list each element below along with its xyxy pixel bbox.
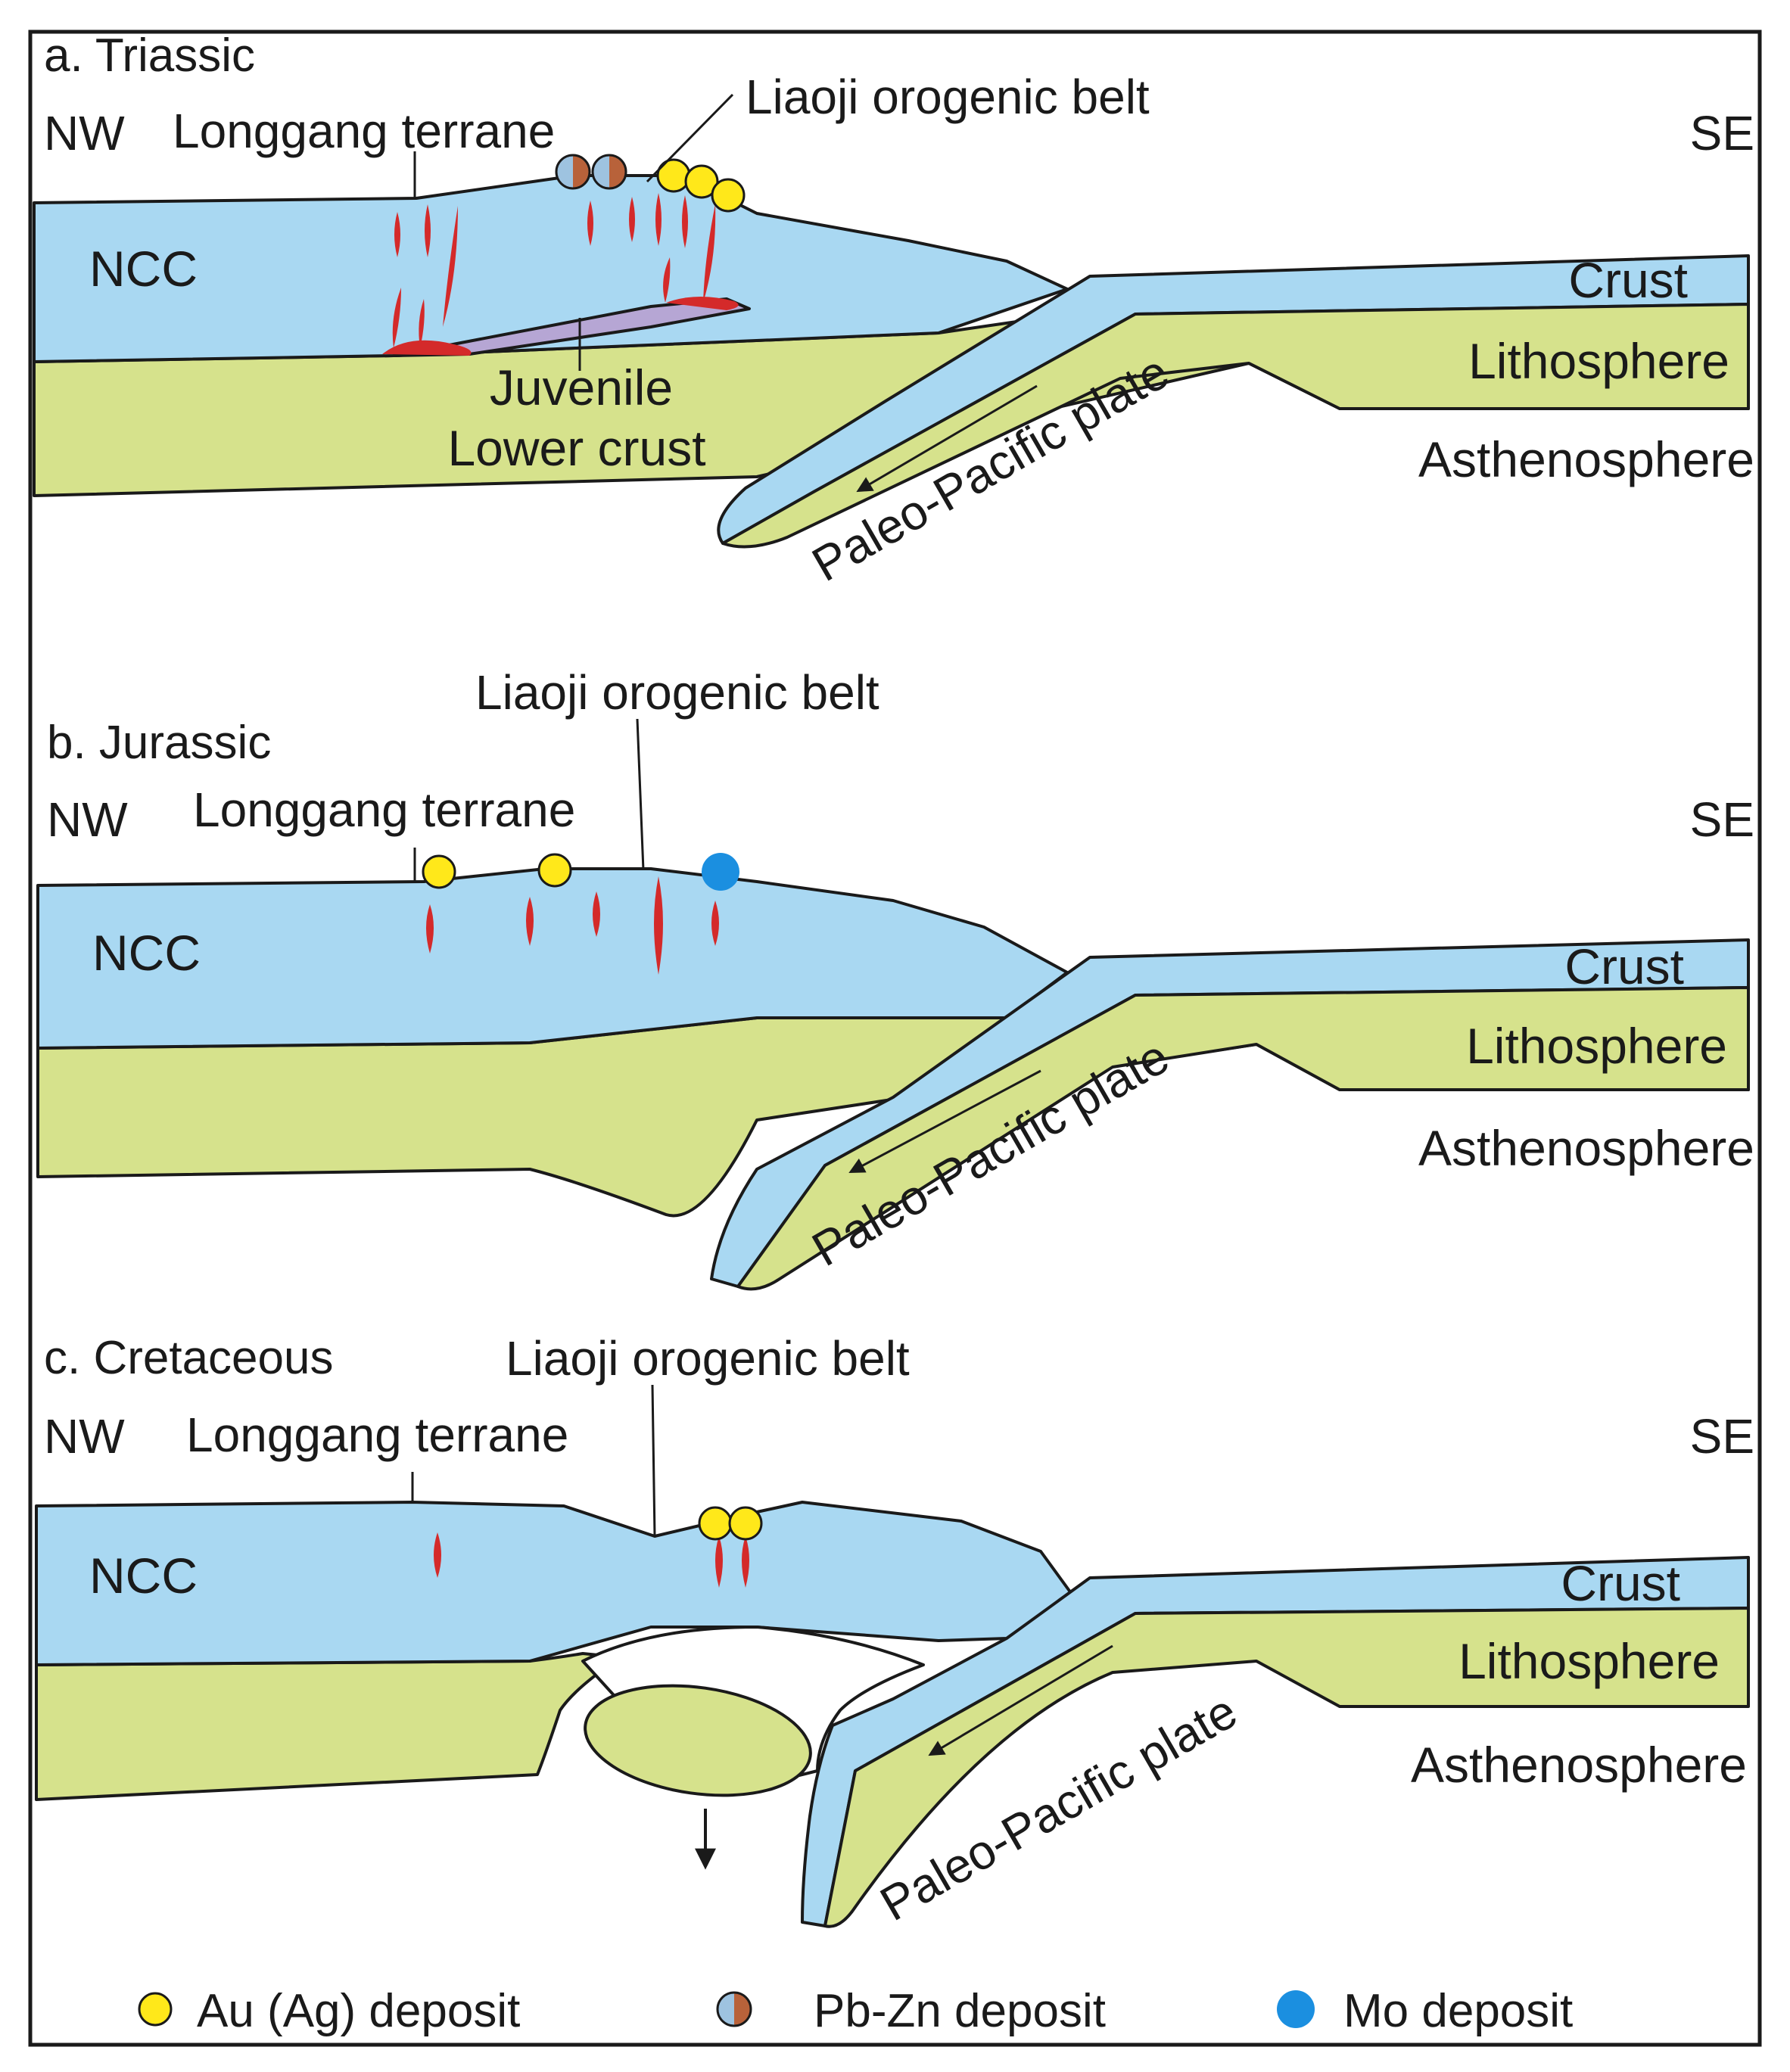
panel-b-subduction-arrow	[848, 1069, 1041, 1173]
panel-a-lithosphere-label: Lithosphere	[1468, 333, 1729, 389]
panel-c-dikes	[434, 1532, 749, 1588]
panel-b-dikes	[426, 876, 719, 975]
panel-a-au-deposit-icon	[656, 158, 746, 213]
panel-a-title: a. Triassic	[44, 30, 255, 82]
panel-a-subduction-arrow	[856, 384, 1038, 493]
panel-c-asthenosphere-label: Asthenosphere	[1411, 1737, 1747, 1793]
panel-c-ncc-label: NCC	[89, 1548, 198, 1604]
panel-b-ncc-label: NCC	[92, 925, 201, 981]
panel-b-lithosphere-label: Lithosphere	[1466, 1018, 1727, 1074]
au-deposit-icon	[138, 1992, 173, 2027]
panel-a-pbzn-deposit-icon	[555, 154, 627, 190]
panel-c-belt-label: Liaoji orogenic belt	[506, 1331, 910, 1386]
panel-b-terrane-label: Longgang terrane	[193, 782, 575, 837]
panel-b-asthenosphere-label: Asthenosphere	[1418, 1120, 1754, 1176]
panel-b-crust-label: Crust	[1564, 938, 1684, 994]
panel-b-mo-deposit-icon	[702, 853, 739, 891]
panel-b-belt-label: Liaoji orogenic belt	[475, 665, 879, 720]
panel-c-subduction-arrow	[928, 1644, 1113, 1756]
panel-c-oceanic-crust	[801, 1556, 1750, 1927]
panel-a-asthenosphere-label: Asthenosphere	[1418, 431, 1754, 487]
panel-c-crust-label: Crust	[1561, 1555, 1680, 1611]
panel-a-ncc-label: NCC	[89, 241, 198, 297]
panel-c-title: c. Cretaceous	[44, 1332, 334, 1384]
panel-c-terrane-label: Longgang terrane	[186, 1408, 568, 1462]
panel-a-crust-label: Crust	[1568, 252, 1688, 308]
panel-a-terrane-label: Longgang terrane	[173, 104, 555, 158]
panel-a-lower-crust-label: Lower crust	[447, 420, 705, 476]
panel-c-detached-lithosphere	[584, 1684, 812, 1797]
panel-b-se-label: SE	[1690, 792, 1754, 847]
panel-c-lithosphere-left	[35, 1652, 622, 1801]
panel-c-belt-leader	[651, 1384, 656, 1537]
panel-a-magma-pool-left	[382, 340, 472, 356]
panel-a-slab-lithosphere	[721, 303, 1750, 549]
panel-b-jurassic: b. Jurassic NW SE Longgang terrane Liaoj…	[36, 665, 1754, 1291]
panel-b-slab-lithosphere	[736, 986, 1750, 1291]
panel-c-au-deposit-icon	[698, 1506, 763, 1541]
panel-c-se-label: SE	[1690, 1409, 1754, 1464]
legend-mo-label: Mo deposit	[1343, 1985, 1573, 2037]
panel-b-belt-leader	[636, 718, 645, 871]
panel-a-nw-label: NW	[44, 106, 125, 160]
panel-b-au-deposit-icon	[422, 853, 572, 889]
panel-a-ncc-crust	[33, 174, 1069, 363]
legend-au-label: Au (Ag) deposit	[197, 1985, 520, 2037]
panel-c-lithosphere-label: Lithosphere	[1458, 1633, 1720, 1689]
panel-b-title: b. Jurassic	[47, 717, 271, 769]
panel-c-slab-lithosphere	[823, 1607, 1750, 1928]
pbzn-deposit-icon	[716, 1991, 752, 2027]
mo-deposit-icon	[1277, 1990, 1315, 2028]
panel-c-nw-label: NW	[44, 1409, 125, 1464]
panel-a-belt-label: Liaoji orogenic belt	[746, 70, 1150, 124]
panel-a-belt-leader	[646, 93, 734, 183]
legend-pbzn-label: Pb-Zn deposit	[814, 1985, 1106, 2037]
panel-b-nw-label: NW	[47, 792, 128, 847]
panel-a-se-label: SE	[1690, 106, 1754, 160]
legend: Au (Ag) deposit Pb-Zn deposit Mo deposit	[138, 1985, 1573, 2037]
panel-a-dikes	[392, 193, 716, 348]
panel-c-ncc-crust	[35, 1501, 1072, 1666]
panel-a-magma-pool-right	[666, 296, 739, 310]
panel-a-juvenile-label: Juvenile	[490, 359, 673, 415]
